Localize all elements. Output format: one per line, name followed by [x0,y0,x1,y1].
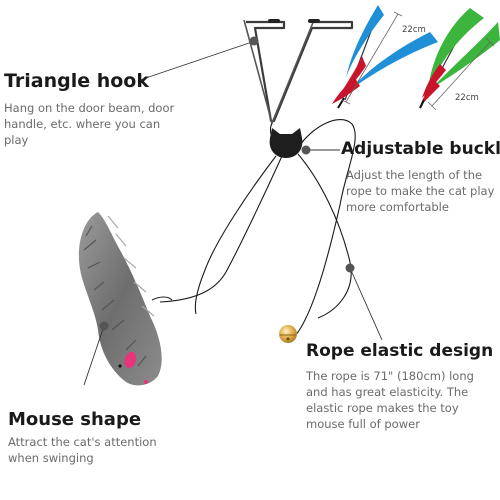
callout-lines [83,41,383,386]
blue-feather-dimension: 22cm [341,11,426,105]
toy-mouse [78,212,173,386]
rope-elastic-description: The rope is 71" (180cm) long and has gre… [306,369,474,431]
adjustable-buckle-title: Adjustable buckle [341,139,500,159]
rope-elastic-title: Rope elastic design [306,341,494,361]
adjustable-buckle-description: Adjust the length of the rope to make th… [346,168,495,214]
triangle-hook-title: Triangle hook [4,70,149,92]
mouse-shape-title: Mouse shape [8,409,142,430]
triangle-hook-description: Hang on the door beam, door handle, etc.… [4,101,175,147]
blue-feather-length: 22cm [402,25,426,35]
mouse-shape-description: Attract the cat's attention when swingin… [8,435,157,465]
elastic-rope [159,119,356,339]
green-feather-dimension: 22cm [427,37,495,111]
triangle-hook [243,19,354,126]
green-feather-length: 22cm [455,93,479,103]
adjustable-buckle [269,128,303,158]
green-feather-toy [419,8,500,109]
bell [279,325,297,343]
blue-feather-toy [332,5,438,109]
callout-dots [99,36,355,331]
